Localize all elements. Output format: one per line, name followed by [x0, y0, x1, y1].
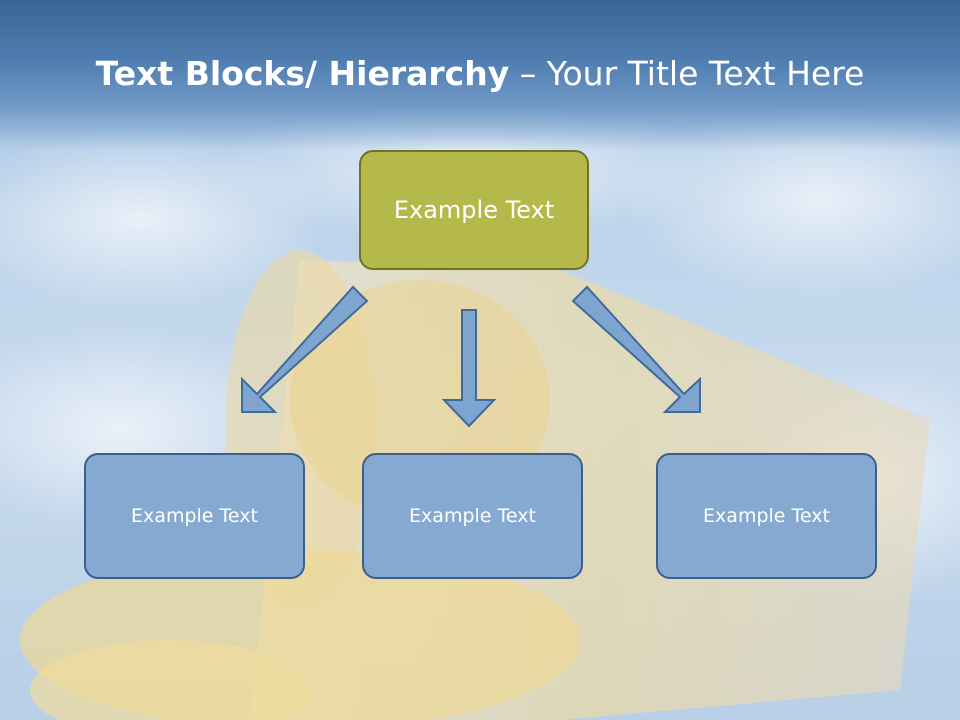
- slide-title-rest: – Your Title Text Here: [509, 54, 865, 93]
- child-node-3[interactable]: Example Text: [656, 453, 877, 579]
- child-node-1[interactable]: Example Text: [84, 453, 305, 579]
- child-node-2[interactable]: Example Text: [362, 453, 583, 579]
- slide-title-bold: Text Blocks/ Hierarchy: [95, 54, 510, 93]
- root-node[interactable]: Example Text: [359, 150, 589, 270]
- title-bar: [0, 0, 960, 150]
- slide-title: Text Blocks/ Hierarchy – Your Title Text…: [0, 54, 960, 93]
- arrow-right: [571, 285, 701, 413]
- arrow-center: [441, 309, 497, 428]
- arrow-left: [241, 285, 369, 413]
